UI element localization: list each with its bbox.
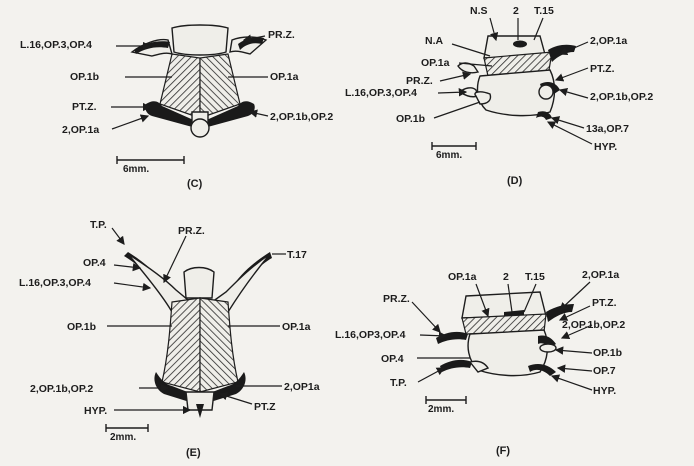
panel-e-label-op1a: OP.1a (282, 321, 311, 333)
panel-c: L.16,OP.3,OP.4 PR.Z. OP.1b OP.1a PT.Z. 2… (20, 25, 333, 190)
panel-e-label-l16: L.16,OP.3,OP.4 (19, 277, 91, 289)
panel-d-label-ptz: PT.Z. (590, 63, 615, 75)
panel-f-label-l16: L.16,OP3,OP.4 (335, 329, 406, 341)
panel-f-label-hyp: HYP. (593, 385, 616, 397)
panel-c-scale-label: 6mm. (123, 164, 149, 175)
panel-f-vertebra (436, 292, 574, 376)
panel-e-label-tp: T.P. (90, 219, 107, 231)
panel-e-label-prz: PR.Z. (178, 225, 205, 237)
panel-e-scale-label: 2mm. (110, 432, 136, 443)
panel-f-label-2: 2 (503, 271, 509, 283)
panel-e-label-op1b: OP.1b (67, 321, 96, 333)
panel-d-label-op1b-op2: 2,OP.1b,OP.2 (590, 91, 653, 103)
panel-e: T.P. PR.Z. OP.4 T.17 L.16,OP.3,OP.4 OP.1… (19, 219, 320, 459)
panel-c-label-op1b-op2: 2,OP.1b,OP.2 (270, 111, 333, 123)
panel-f-title: (F) (496, 445, 510, 457)
panel-c-label-op1b: OP.1b (70, 71, 99, 83)
panel-e-label-op1b-op2: 2,OP.1b,OP.2 (30, 383, 93, 395)
panel-f-label-ptz: PT.Z. (592, 297, 617, 309)
panel-c-label-prz: PR.Z. (268, 29, 295, 41)
panel-d-label-op1a: OP.1a (421, 57, 450, 69)
panel-f: OP.1a 2 T.15 2,OP.1a PR.Z. PT.Z. L.16,OP… (335, 269, 625, 457)
panel-d-vertebra (458, 36, 576, 120)
panel-c-label-op1a2: 2,OP.1a (62, 124, 99, 136)
panel-e-label-op4: OP.4 (83, 257, 106, 269)
panel-c-vertebra (132, 25, 266, 137)
panel-c-label-ptz: PT.Z. (72, 101, 97, 113)
panel-f-scale-label: 2mm. (428, 404, 454, 415)
panel-c-title: (C) (187, 178, 203, 190)
panel-f-label-op1a: OP.1a (448, 271, 477, 283)
panel-d-scale-label: 6mm. (436, 150, 462, 161)
panel-e-label-hyp: HYP. (84, 405, 107, 417)
panel-d-label-op7: 13a,OP.7 (586, 123, 629, 135)
panel-f-label-op4: OP.4 (381, 353, 404, 365)
panel-c-label-op1a: OP.1a (270, 71, 299, 83)
panel-d-label-hyp: HYP. (594, 141, 617, 153)
panel-d-label-na: N.A (425, 35, 444, 47)
panel-f-label-tp: T.P. (390, 377, 407, 389)
panel-d-label-ns: N.S (470, 5, 488, 17)
panel-d-label-2: 2 (513, 5, 519, 17)
panel-d-label-prz: PR.Z. (406, 75, 433, 87)
panel-d-label-op1a2: 2,OP.1a (590, 35, 627, 47)
panel-d-label-l16: L.16,OP.3,OP.4 (345, 87, 417, 99)
panel-d-label-op1b: OP.1b (396, 113, 425, 125)
panel-f-label-op1a2: 2,OP.1a (582, 269, 619, 281)
panel-e-vertebra (124, 252, 272, 418)
panel-d-label-t15: T.15 (534, 5, 554, 17)
panel-c-label-l16: L.16,OP.3,OP.4 (20, 39, 92, 51)
panel-e-label-op1a2: 2,OP1a (284, 381, 320, 393)
panel-f-label-op7: OP.7 (593, 365, 616, 377)
panel-e-title: (E) (186, 447, 201, 459)
panel-d: N.S 2 T.15 N.A 2,OP.1a OP.1a PT.Z. PR.Z.… (345, 5, 653, 187)
panel-f-label-t15: T.15 (525, 271, 545, 283)
panel-f-label-prz: PR.Z. (383, 293, 410, 305)
panel-f-label-op1b-op2: 2,OP.1b,OP.2 (562, 319, 625, 331)
panel-d-title: (D) (507, 175, 523, 187)
panel-e-label-t17: T.17 (287, 249, 307, 261)
panel-f-label-op1b: OP.1b (593, 347, 622, 359)
panel-e-label-ptz: PT.Z (254, 401, 276, 413)
